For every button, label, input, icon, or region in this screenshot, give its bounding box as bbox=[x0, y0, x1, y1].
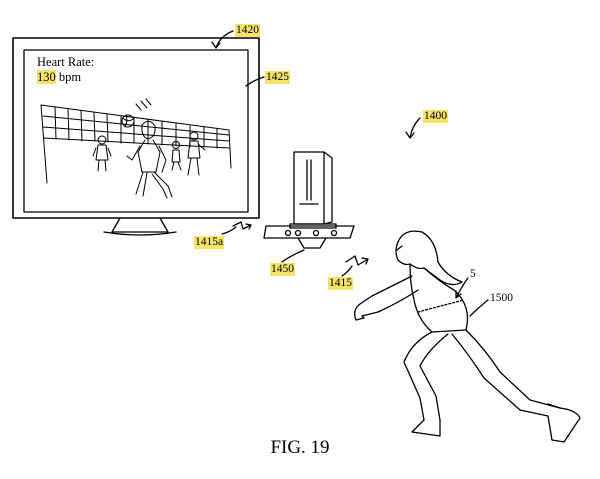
signal-bolt bbox=[346, 256, 368, 265]
leader-1415a bbox=[222, 227, 236, 234]
volleyball-scene bbox=[41, 99, 231, 198]
ref-1425: 1425 bbox=[265, 71, 290, 84]
heart-rate-value: 130 bbox=[37, 70, 56, 84]
game-console bbox=[290, 152, 336, 228]
leader-1450 bbox=[282, 250, 304, 262]
leader-5 bbox=[456, 278, 468, 298]
leader-1500 bbox=[470, 300, 488, 316]
leader-1420 bbox=[212, 31, 233, 48]
user-figure bbox=[355, 231, 580, 442]
leader-1400 bbox=[406, 118, 420, 138]
heart-rate-label: Heart Rate: bbox=[37, 55, 94, 70]
sensor-bar bbox=[264, 226, 354, 248]
ref-5: 5 bbox=[470, 268, 476, 281]
leader-1415 bbox=[342, 266, 352, 276]
ref-1415: 1415 bbox=[328, 277, 353, 290]
ref-1415a: 1415a bbox=[194, 236, 224, 249]
ref-1450: 1450 bbox=[270, 263, 295, 276]
ref-1420: 1420 bbox=[235, 24, 260, 37]
ref-1500: 1500 bbox=[490, 292, 513, 305]
heart-rate-unit: bpm bbox=[59, 70, 81, 84]
heart-rate-readout: 130 bpm bbox=[37, 70, 81, 85]
figure-caption: FIG. 19 bbox=[0, 437, 600, 459]
leader-1425 bbox=[246, 77, 264, 86]
ref-1400: 1400 bbox=[423, 110, 448, 123]
